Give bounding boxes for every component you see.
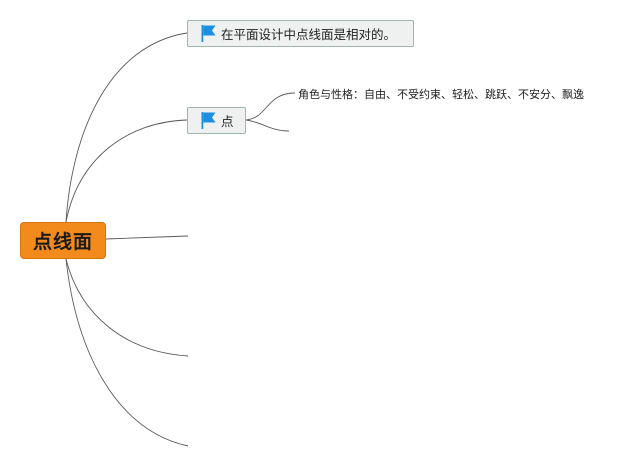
root-node[interactable]: 点线面 <box>20 222 106 259</box>
branch-topic-label: 在平面设计中点线面是相对的。 <box>221 27 397 42</box>
connector-root-to-branch-2 <box>65 119 188 223</box>
point-subtopic-character[interactable]: 角色与性格：自由、不受约束、轻松、跳跃、不安分、飘逸 <box>298 86 584 102</box>
flag-icon <box>201 25 216 42</box>
branch-topic-point[interactable]: 点 <box>187 107 246 134</box>
root-node-label: 点线面 <box>32 231 93 253</box>
branch-topic-label: 点 <box>221 114 234 129</box>
connector-root-to-branch-4 <box>65 258 189 357</box>
connector-point-to-child-1 <box>245 92 296 121</box>
branch-topic-relative[interactable]: 在平面设计中点线面是相对的。 <box>187 20 414 47</box>
flag-icon <box>201 112 216 129</box>
connector-root-to-branch-5 <box>65 258 189 447</box>
subtopic-label: 角色与性格：自由、不受约束、轻松、跳跃、不安分、飘逸 <box>298 88 584 101</box>
connector-point-to-child-2 <box>245 119 290 132</box>
connector-root-to-branch-3 <box>105 235 189 240</box>
connector-root-to-branch-1 <box>65 32 188 223</box>
